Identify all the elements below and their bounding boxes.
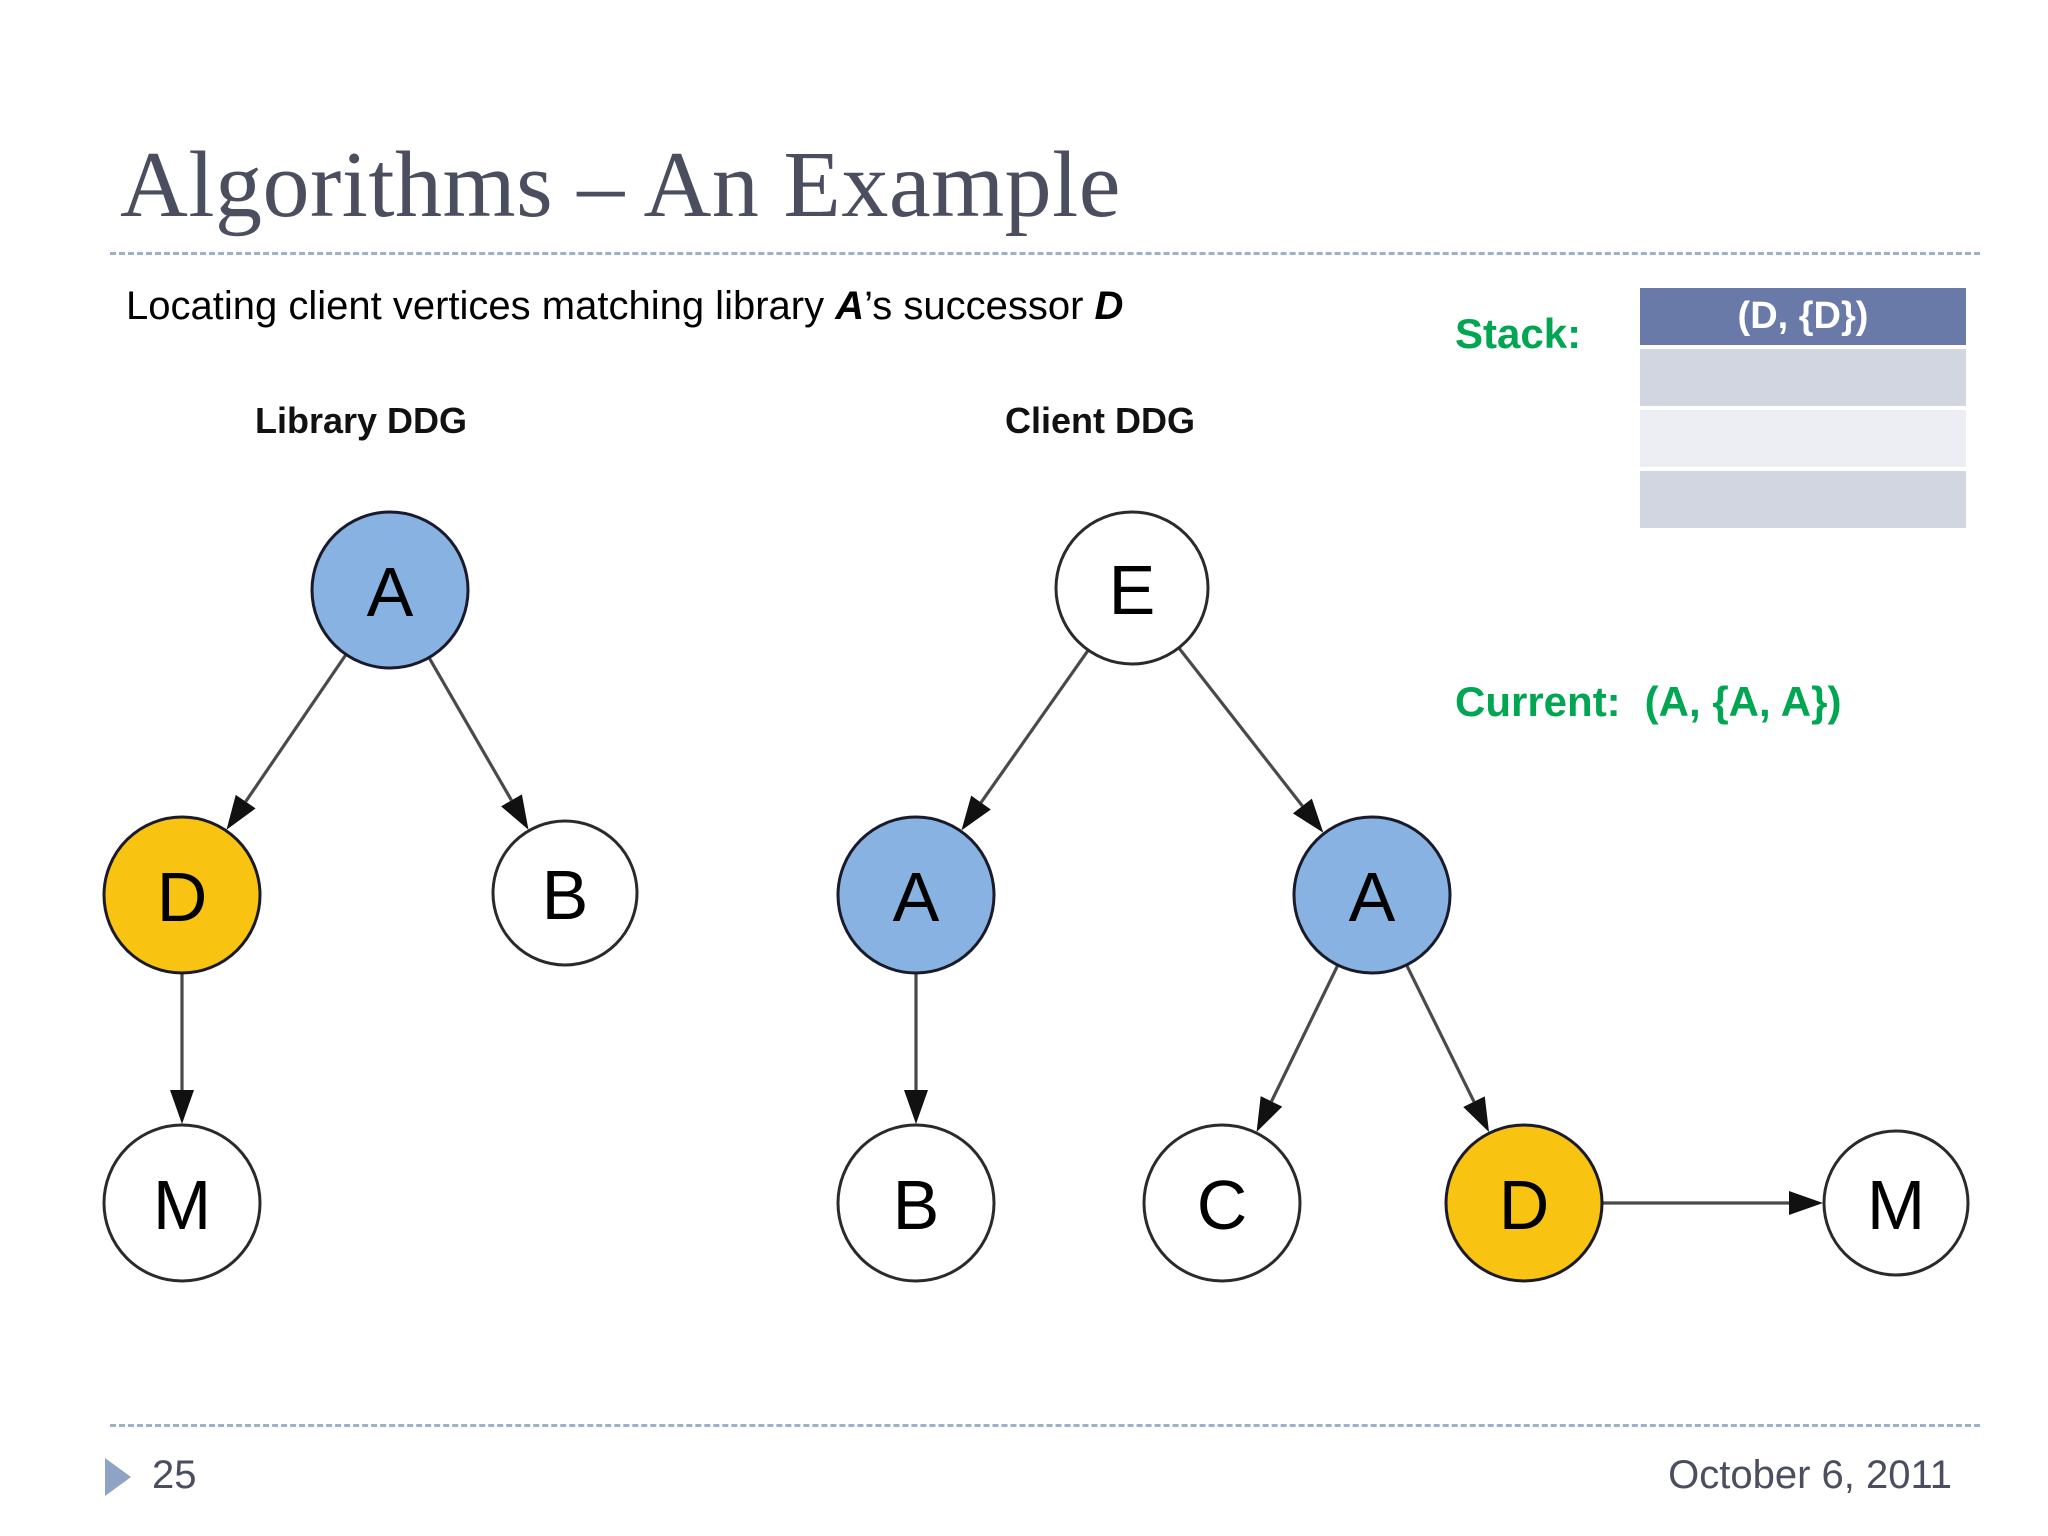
stack-row-value: (D, {D}) [1737,295,1869,337]
graph-node[interactable]: A [310,510,470,670]
client-ddg-label: Client DDG [1005,400,1196,441]
node-circle [1822,1129,1970,1277]
graph-edge [1405,965,1476,1103]
page-title: Algorithms – An Example [120,133,1122,237]
title-divider [110,252,1980,255]
node-circle [1444,1123,1604,1283]
graph-node[interactable]: B [491,819,639,967]
current-value: (A, {A, A}) [1644,678,1842,725]
node-circle [836,1123,996,1283]
arrow-head-icon [501,794,529,830]
node-circle [491,819,639,967]
stack-row[interactable]: (D, {D}) [1640,288,1966,345]
graph-node[interactable]: A [1292,815,1452,975]
node-circle [1054,510,1210,666]
node-label: A [1349,858,1396,936]
subtitle-emphasis-a: A [835,284,865,328]
current-line: Current: (A, {A, A}) [1455,678,1841,726]
subtitle-emphasis-d: D [1094,284,1124,328]
graph-node[interactable]: D [102,815,262,975]
node-label: A [367,553,414,631]
node-circle [102,1123,262,1283]
graph-edge [1178,647,1304,807]
nodes-layer: A D B M E A A B C D M [102,510,1970,1283]
stack-row[interactable] [1640,471,1966,528]
node-label: E [1109,551,1156,629]
arrow-head-icon [1256,1096,1283,1132]
node-label: D [1499,1166,1550,1244]
arrow-head-icon [226,794,256,830]
node-label: B [542,856,589,934]
graph-node[interactable]: M [1822,1129,1970,1277]
node-label: M [1867,1166,1925,1244]
stack-table: (D, {D}) [1640,288,1966,532]
node-circle [1142,1123,1302,1283]
arrow-head-icon [1292,798,1324,833]
node-label: B [893,1166,940,1244]
arrow-head-icon [170,1090,194,1124]
node-circle [102,815,262,975]
graph-edge [1270,965,1339,1103]
node-label: A [893,858,940,936]
graph-node[interactable]: M [102,1123,262,1283]
stack-label: Stack: [1455,310,1582,357]
graph-edge [428,657,513,802]
slide-date: October 6, 2011 [1668,1453,1952,1497]
stack-row[interactable] [1640,349,1966,406]
node-circle [1292,815,1452,975]
graph-edge [979,650,1090,804]
subtitle-text: Locating client vertices matching librar… [126,284,1123,329]
node-circle [310,510,470,670]
graph-edge [244,654,347,803]
subtitle-part-2: ’s successor [864,284,1095,328]
node-label: D [157,858,208,936]
arrow-head-icon [961,795,991,831]
arrow-head-icon [904,1090,928,1124]
slide-number: 25 [152,1453,197,1497]
node-label: C [1197,1166,1248,1244]
arrow-head-icon [1463,1096,1490,1133]
graph-node[interactable]: E [1054,510,1210,666]
graph-node[interactable]: A [836,815,996,975]
library-ddg-label: Library DDG [255,400,468,441]
node-circle [836,815,996,975]
edges-layer [170,647,1823,1215]
node-label: M [153,1166,211,1244]
stack-row[interactable] [1640,410,1966,467]
graph-node[interactable]: D [1444,1123,1604,1283]
arrow-head-icon [1789,1191,1823,1215]
footer-triangle-icon [105,1458,131,1496]
footer-divider [110,1424,1980,1427]
graph-node[interactable]: C [1142,1123,1302,1283]
subtitle-part-1: Locating client vertices matching librar… [126,284,836,328]
current-label: Current: [1455,678,1621,725]
graph-node[interactable]: B [836,1123,996,1283]
